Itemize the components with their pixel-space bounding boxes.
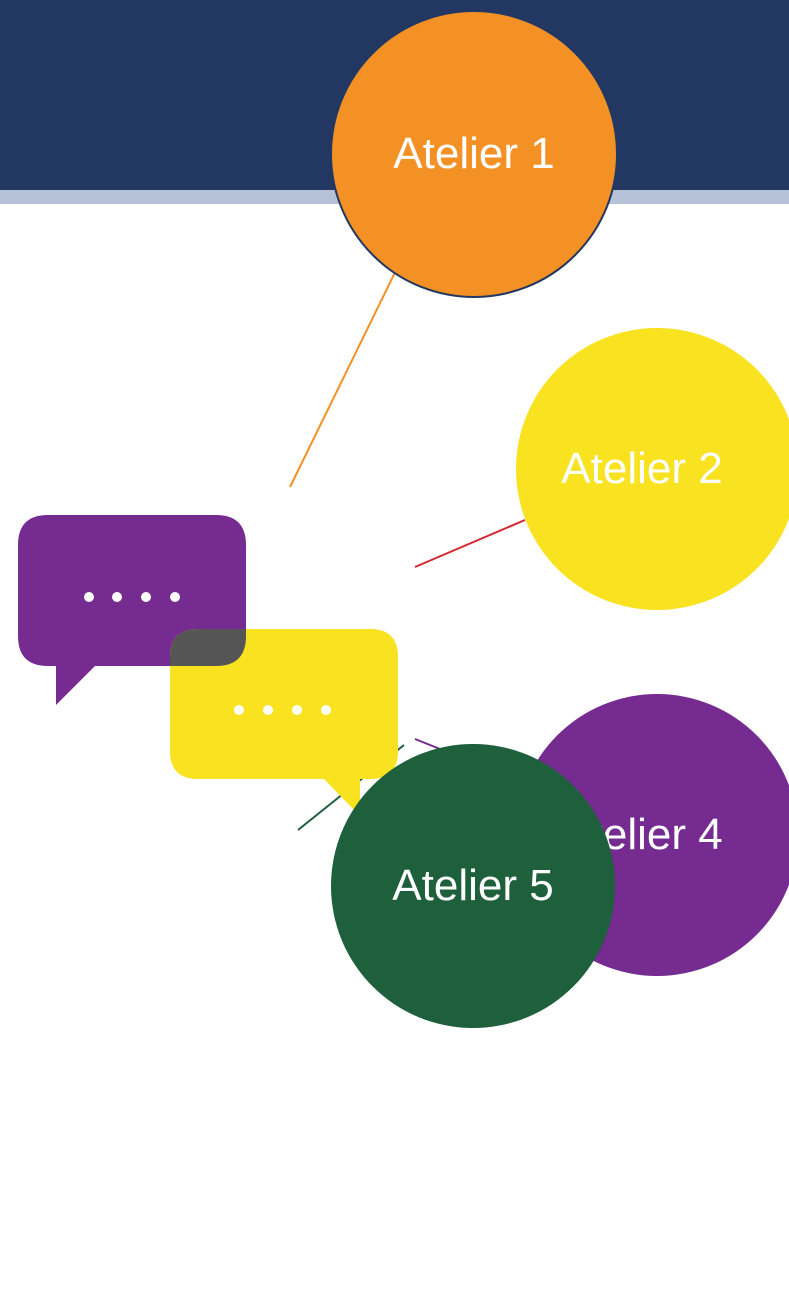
yellow-dot <box>263 705 273 715</box>
atelier-1-label: Atelier 1 <box>393 129 555 178</box>
connector-atelier-2 <box>414 519 526 568</box>
purple-dot <box>112 592 122 602</box>
connector-atelier-1 <box>289 249 407 488</box>
bubble-overlap <box>170 629 246 666</box>
atelier-5-node: Atelier 5 <box>331 744 615 1028</box>
atelier-2-label: Atelier 2 <box>561 444 723 493</box>
atelier-2-node: Atelier 2 <box>516 328 789 610</box>
yellow-bubble <box>170 629 398 816</box>
yellow-dot <box>292 705 302 715</box>
purple-dot <box>170 592 180 602</box>
yellow-dot <box>234 705 244 715</box>
atelier-1-node: Atelier 1 <box>330 10 618 298</box>
atelier-5-label: Atelier 5 <box>392 861 554 910</box>
purple-dot <box>84 592 94 602</box>
yellow-dot <box>321 705 331 715</box>
chat-bubbles-icon <box>18 515 398 816</box>
purple-dot <box>141 592 151 602</box>
